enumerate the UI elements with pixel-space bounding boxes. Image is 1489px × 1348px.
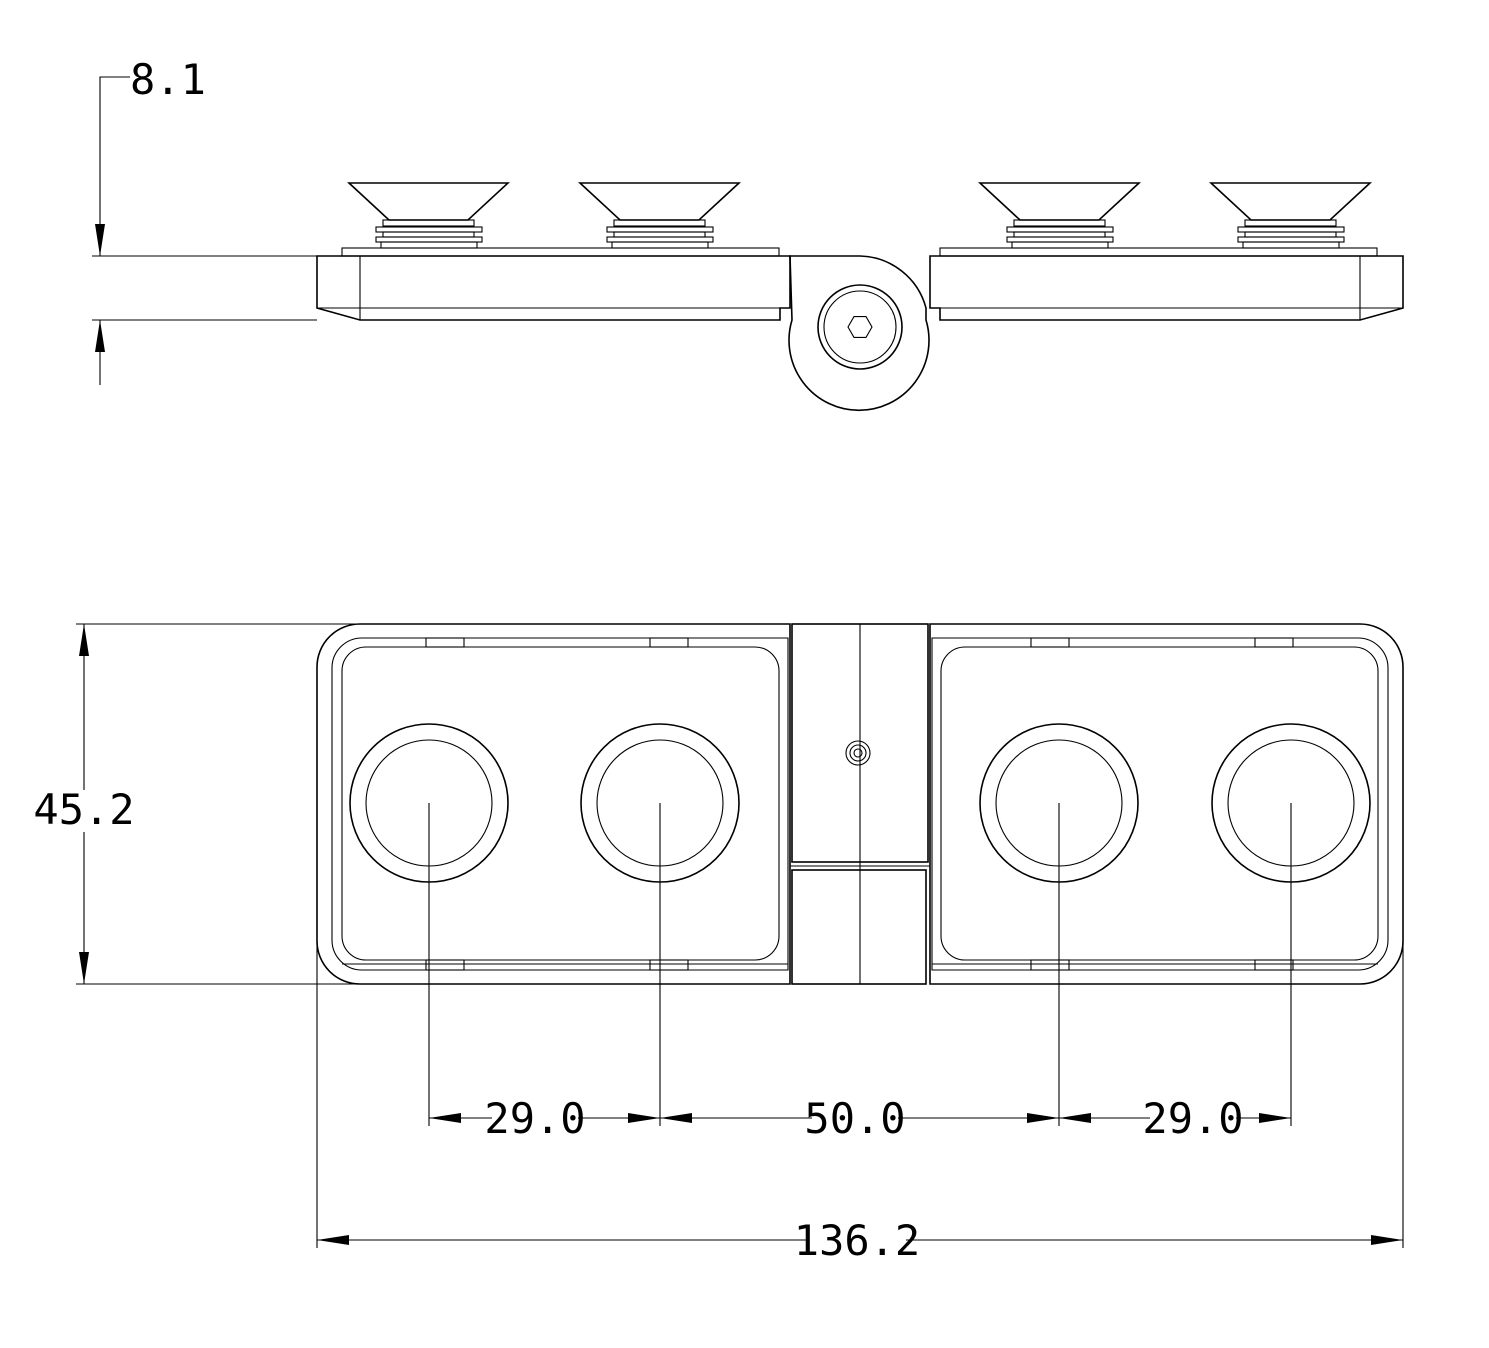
side-suction-cup xyxy=(577,182,742,249)
pitch-dimension-middle: 50.0 xyxy=(660,1094,1059,1143)
arrow-up-icon xyxy=(79,624,89,656)
side-suction-cup xyxy=(977,182,1142,249)
arrow-right-icon xyxy=(1027,1113,1059,1123)
hex-socket-icon xyxy=(847,316,873,338)
thickness-dimension: 8.1 xyxy=(92,55,317,385)
overall-width-label: 136.2 xyxy=(794,1216,920,1265)
height-dimension: 45.2 xyxy=(33,623,360,985)
pitch-extension-lines xyxy=(428,803,1292,1126)
top-right-pad xyxy=(929,623,1404,985)
pitch-dimension-left: 29.0 xyxy=(429,1094,660,1143)
side-left-plate xyxy=(316,247,791,321)
top-hinge xyxy=(790,623,930,985)
arrow-down-icon xyxy=(79,952,89,984)
thickness-label: 8.1 xyxy=(130,55,206,104)
arrow-right-icon xyxy=(1371,1235,1403,1245)
top-view: 45.2 29.0 50.0 29. xyxy=(33,623,1404,1265)
side-suction-cup xyxy=(1208,182,1373,249)
arrow-up-icon xyxy=(95,320,105,352)
arrow-down-icon xyxy=(95,224,105,256)
arrow-right-icon xyxy=(1259,1113,1291,1123)
height-label: 45.2 xyxy=(33,785,134,834)
side-view: 8.1 xyxy=(92,55,1404,412)
top-left-pad xyxy=(316,623,791,985)
arrow-left-icon xyxy=(660,1113,692,1123)
pitch-middle-label: 50.0 xyxy=(804,1094,905,1143)
pitch-left-label: 29.0 xyxy=(484,1094,585,1143)
overall-width-dimension: 136.2 xyxy=(316,941,1404,1265)
arrow-left-icon xyxy=(317,1235,349,1245)
screw-icon xyxy=(845,740,871,766)
arrow-left-icon xyxy=(429,1113,461,1123)
side-suction-cup xyxy=(346,182,511,249)
arrow-right-icon xyxy=(628,1113,660,1123)
side-hinge xyxy=(788,255,930,412)
side-right-plate xyxy=(929,247,1404,321)
pitch-dimension-right: 29.0 xyxy=(1059,1094,1291,1143)
arrow-left-icon xyxy=(1059,1113,1091,1123)
pitch-right-label: 29.0 xyxy=(1142,1094,1243,1143)
